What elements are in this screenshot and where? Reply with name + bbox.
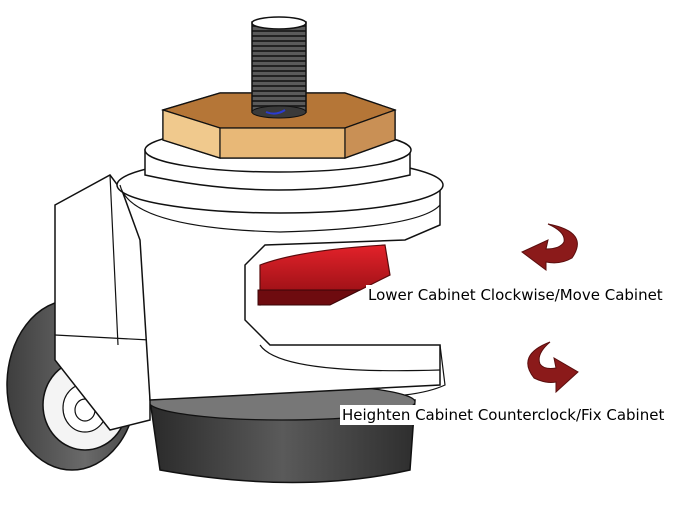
rubber-base bbox=[148, 383, 416, 484]
fork-bracket bbox=[54, 174, 151, 431]
heighten-cabinet-label: Heighten Cabinet Counterclock/Fix Cabine… bbox=[340, 405, 667, 425]
clockwise-arrow-icon bbox=[521, 223, 578, 271]
counterclockwise-arrow-icon bbox=[527, 341, 579, 394]
threaded-stud bbox=[251, 16, 307, 119]
adjustment-lever bbox=[257, 244, 391, 306]
lower-cabinet-label: Lower Cabinet Clockwise/Move Cabinet bbox=[366, 285, 665, 305]
